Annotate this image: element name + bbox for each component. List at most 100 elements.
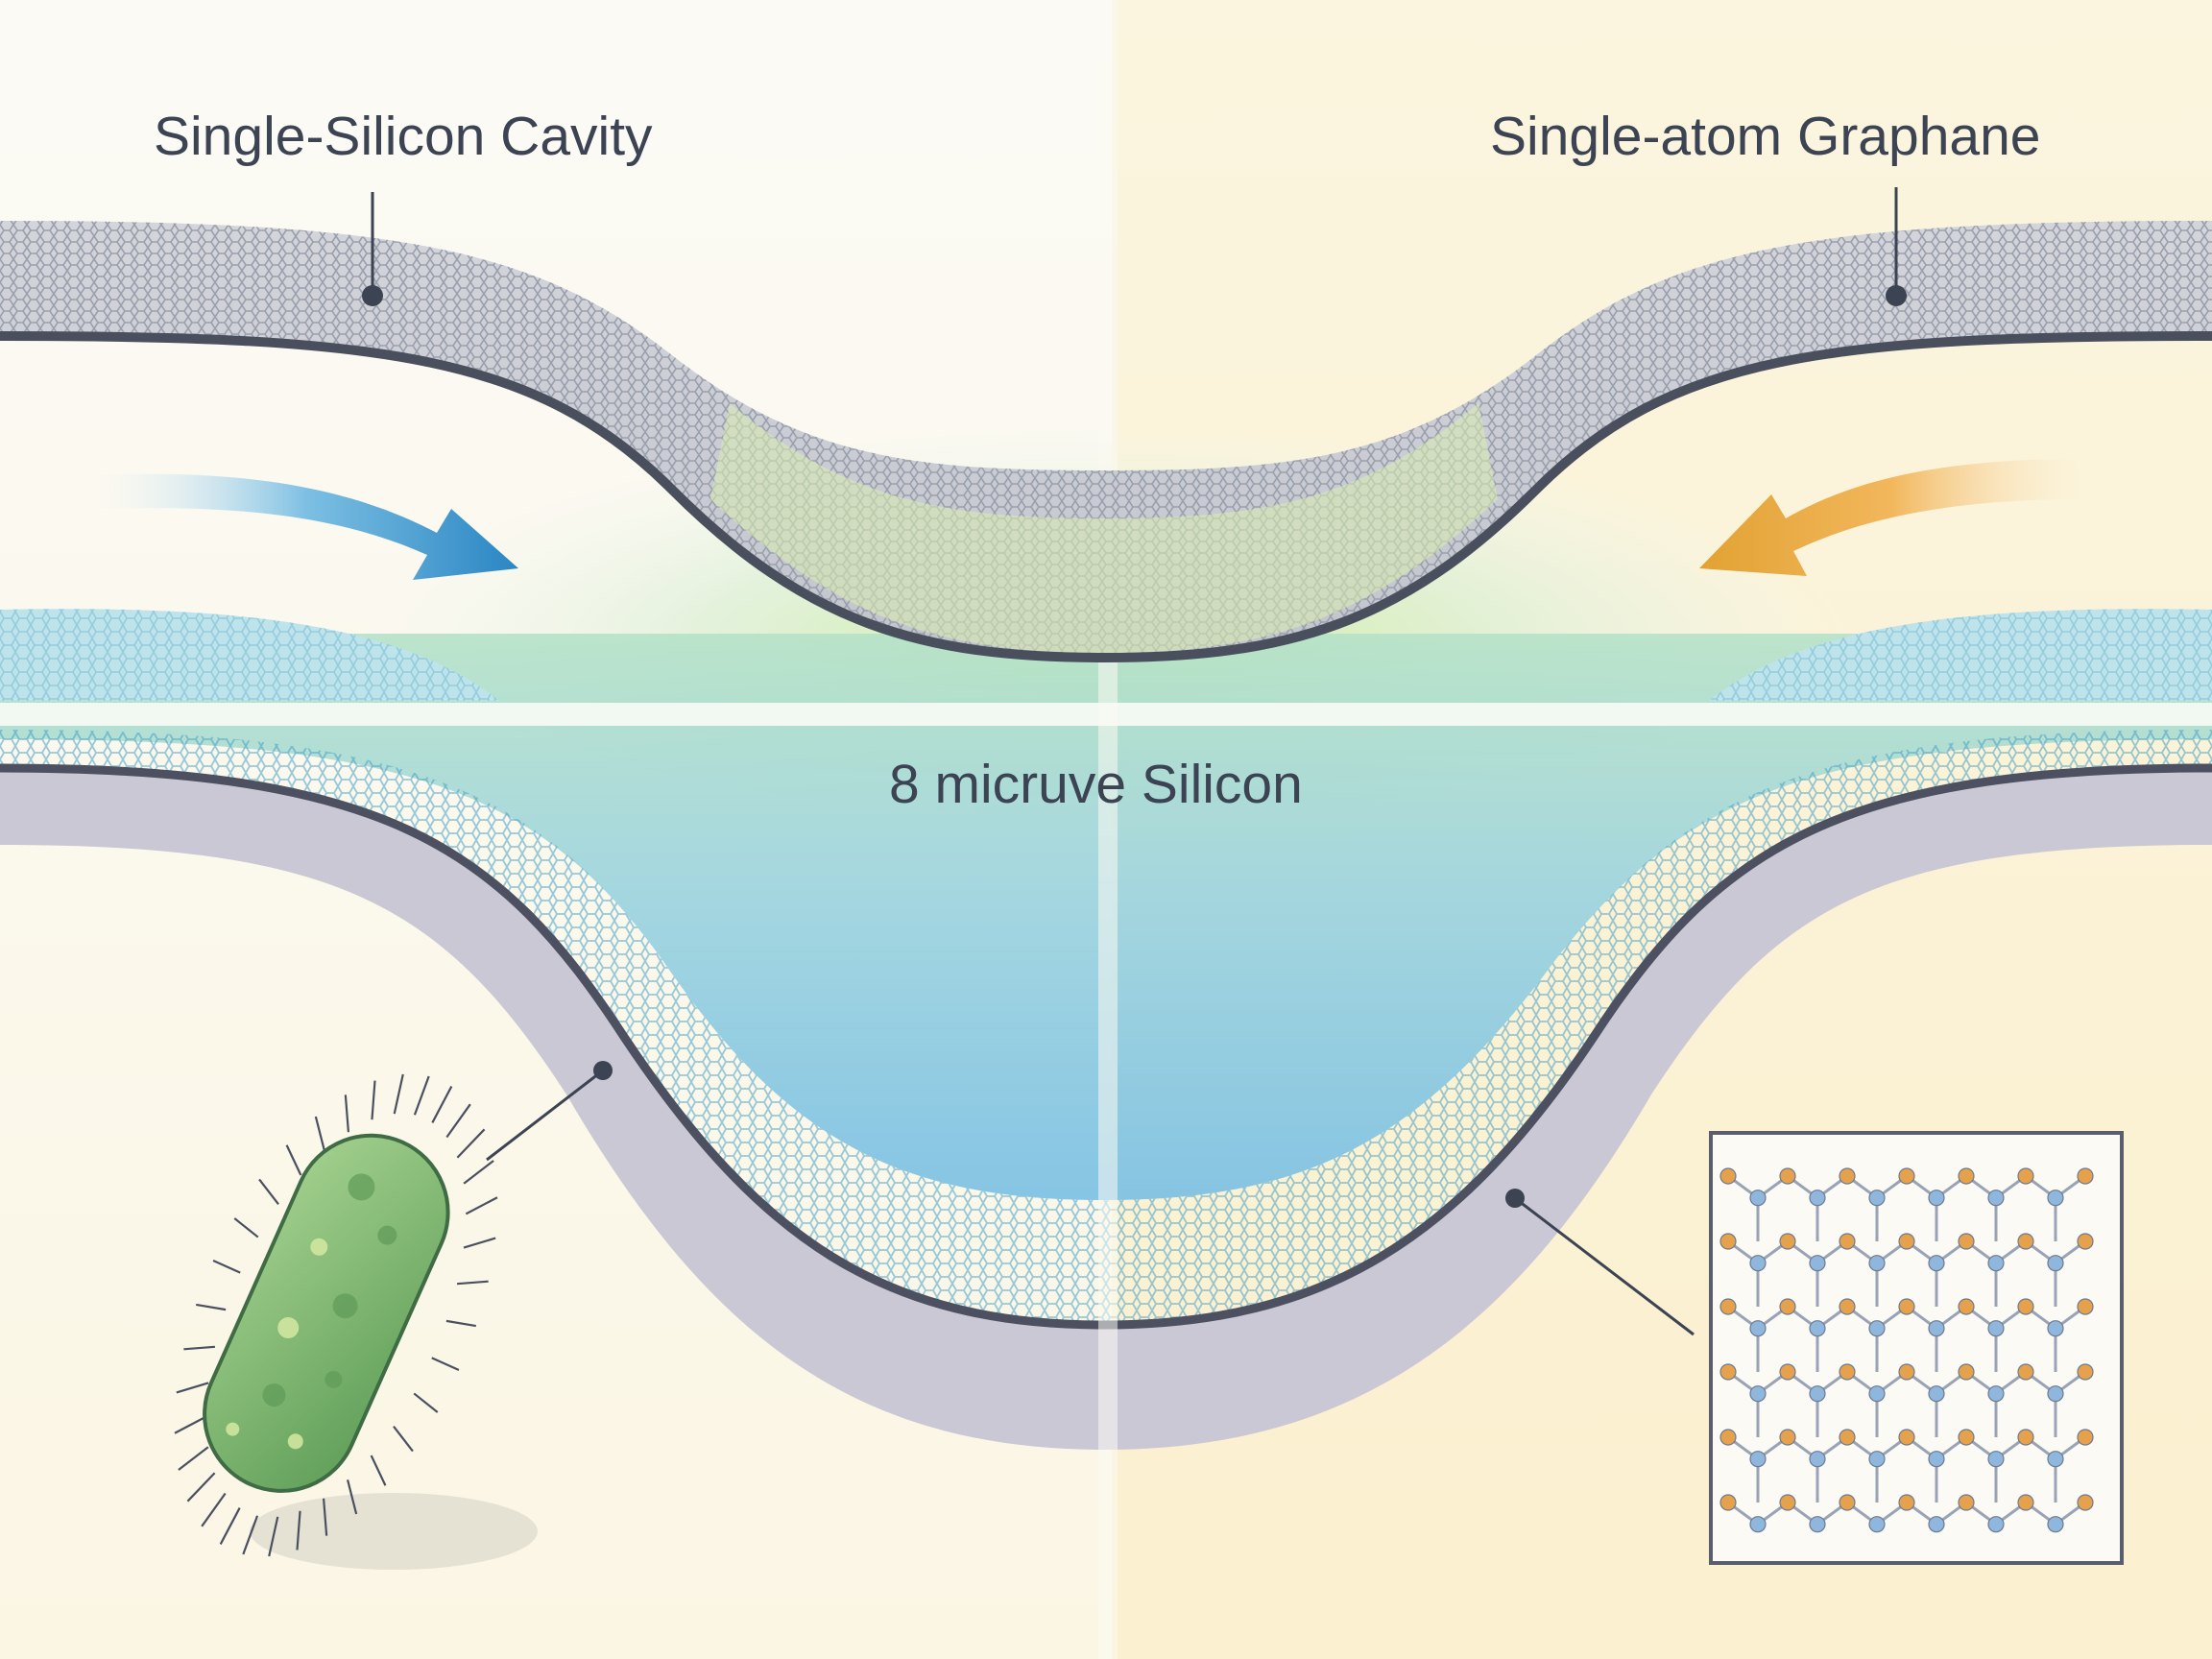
lattice-atom [1987,1516,2005,1533]
lattice-atom [1928,1385,1945,1403]
lattice-atom [2017,1233,2034,1250]
lattice-atom [1898,1494,1915,1511]
lattice-atom [1809,1190,1826,1207]
bacterium-cilium [413,1392,439,1413]
lattice-atom [1898,1167,1915,1185]
lattice-atom [1779,1233,1796,1250]
lattice-atom [2077,1298,2094,1315]
callout-top-right [1886,187,1907,306]
vertical-divider [1098,0,1118,1659]
lattice-atom [1749,1385,1767,1403]
bacterium-cilium [463,1160,494,1185]
callout-bacterium [486,1061,613,1162]
bacterium-cilium [176,1382,209,1394]
lattice-atom [1839,1429,1856,1446]
lattice-atom [1809,1385,1826,1403]
bacterium-cilium [445,1103,471,1139]
bacterium-cilium [178,1446,209,1471]
lattice-atom [1749,1451,1767,1468]
lattice-atom [1749,1320,1767,1337]
lattice-atom [1898,1298,1915,1315]
lattice-atom [2077,1429,2094,1446]
lattice-atom [1868,1385,1886,1403]
lattice-atom [1898,1363,1915,1381]
bacterium-cilium [371,1080,376,1120]
lattice-atom [1839,1233,1856,1250]
lattice-atom [1928,1255,1945,1272]
lattice-atom [1868,1516,1886,1533]
bacterium-cilium [174,1415,207,1434]
lower-mesh-sheet [0,730,2212,1325]
label-micruve-silicon: 8 micruve Silicon [889,754,1303,815]
bacterium-cilium [456,1280,489,1286]
bacterium-cilium [370,1455,387,1486]
lattice-atom [1749,1190,1767,1207]
label-single-silicon-cavity: Single-Silicon Cavity [154,106,653,167]
top-sheet-edge [0,331,2212,663]
lattice-atom [1958,1167,1975,1185]
lattice-atom [1839,1167,1856,1185]
bacterium-cilium [456,1128,486,1159]
lattice-atom [1928,1320,1945,1337]
lattice-atom [1868,1255,1886,1272]
bacterium-cilium [431,1357,460,1371]
top-sheet-center-tint [710,403,1498,653]
lattice-atom [1719,1167,1737,1185]
curved-arrow-right-icon [96,473,518,580]
lattice-atom [1868,1190,1886,1207]
lattice-atom [2017,1429,2034,1446]
lattice-atom [1749,1516,1767,1533]
bacterium-cilium [393,1425,414,1453]
bacterium-cilium [201,1492,227,1527]
bacterium-cilium [314,1116,325,1151]
lattice-atom [1987,1320,2005,1337]
lattice-atom [1719,1429,1737,1446]
lattice-atom [1958,1233,1975,1250]
lattice-atom [1987,1255,2005,1272]
lattice-atom [1839,1363,1856,1381]
callout-top-left [362,192,383,306]
lattice-atom [1809,1320,1826,1337]
lattice-atom [2017,1298,2034,1315]
lattice-atom [2017,1167,2034,1185]
lattice-atom [1839,1298,1856,1315]
lattice-atom [1839,1494,1856,1511]
bacterium-cilium [219,1507,241,1545]
lattice-atom [2047,1320,2064,1337]
lattice-atom [2077,1494,2094,1511]
bacterium-cilium [463,1237,496,1249]
lattice-atom [1719,1233,1737,1250]
lattice-atom [1958,1298,1975,1315]
lattice-atom [1779,1298,1796,1315]
bacterium-cilium [322,1498,328,1536]
lattice-atom [1987,1385,2005,1403]
lattice-atom [1749,1255,1767,1272]
lattice-atom [2047,1451,2064,1468]
bacterium-cilium [344,1094,350,1133]
bacterium-icon [174,1073,538,1570]
left-mid-mesh-pattern [0,609,499,701]
lattice-atom [2077,1363,2094,1381]
lattice-atom [2017,1363,2034,1381]
lattice-atom [1719,1298,1737,1315]
bacterium-cilium [233,1217,259,1238]
lattice-atom [1779,1429,1796,1446]
lattice-atom [2047,1255,2064,1272]
lattice-atom [2047,1385,2064,1403]
lattice-atom [1928,1190,1945,1207]
lattice-atom [1779,1167,1796,1185]
hexagonal-lattice-icon [1709,1131,2124,1565]
lattice-atom [1987,1451,2005,1468]
lattice-atom [1958,1494,1975,1511]
lattice-atom [1779,1363,1796,1381]
bacterium-cilium [268,1516,279,1557]
lattice-atom [1809,1516,1826,1533]
bacterium-cilium [445,1319,476,1328]
bacterium-cilium [347,1479,358,1515]
lattice-atom [1779,1494,1796,1511]
bacterium-cilium [465,1196,498,1215]
lattice-atom [1809,1255,1826,1272]
lattice-atom [1868,1320,1886,1337]
callout-lattice [1505,1189,1695,1336]
